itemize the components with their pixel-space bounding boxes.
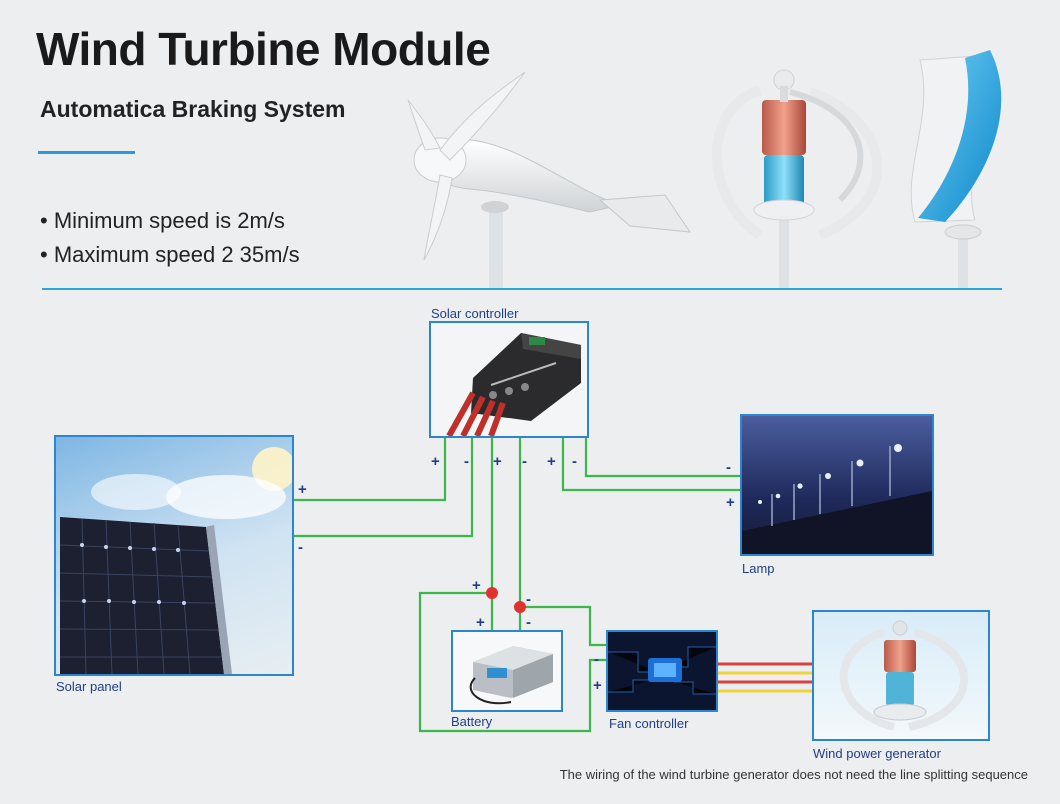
wire-solar-positive [294,438,447,502]
junction-negative [514,601,526,613]
page-subtitle: Automatica Braking System [40,96,346,122]
wind-power-generator-box [812,610,990,741]
svg-text:-: - [526,591,531,608]
svg-text:-: - [522,453,527,470]
junction-positive [486,587,498,599]
svg-text:+: + [547,453,556,470]
title-underline [38,151,135,154]
svg-text:-: - [298,539,303,556]
solar-controller-label: Solar controller [431,306,519,321]
solar-controller-box [429,321,589,438]
fan-controller-image [608,646,716,695]
fan-controller-label: Fan controller [609,716,689,731]
svg-text:-: - [464,453,469,470]
svg-text:+: + [726,494,735,511]
solar-panel-image [59,447,292,674]
helix-turbine-image [711,69,883,290]
three-phase-wires [718,662,812,693]
wire-lamp-positive [561,438,740,492]
wiring-footnote: The wiring of the wind turbine generator… [559,767,1028,782]
page-title: Wind Turbine Module [36,23,491,75]
street-lamp-image [742,444,932,554]
solar-panel-label: Solar panel [56,679,122,694]
svg-text:-: - [526,614,531,631]
solar-panel-box [54,435,294,676]
svg-text:+: + [298,481,307,498]
svg-text:+: + [593,677,602,694]
lamp-label: Lamp [742,561,775,576]
svg-text:+: + [493,453,502,470]
lamp-box [740,414,934,556]
wire-solar-negative [294,438,474,538]
section-divider [42,288,1002,290]
fan-controller-box [606,630,718,712]
wire-battery-negative-loop [518,438,606,647]
battery-label: Battery [451,714,493,729]
svg-text:-: - [572,453,577,470]
battery-box [451,630,563,712]
battery-image [469,646,553,705]
spec-max-speed: • Maximum speed 2 35m/s [40,242,300,267]
svg-text:+: + [431,453,440,470]
twisted-blade-turbine-image [910,50,1002,290]
solar-controller-image [446,333,581,436]
svg-text:+: + [472,577,481,594]
svg-text:-: - [726,459,731,476]
wind-power-generator-label: Wind power generator [813,746,941,761]
spec-min-speed: • Minimum speed is 2m/s [40,208,285,233]
svg-text:-: - [594,651,599,668]
wind-generator-image [839,620,969,731]
horizontal-turbine-image [407,71,692,290]
wire-lamp-negative [584,438,740,478]
turbine-illustrations [407,50,1002,290]
svg-text:+: + [476,614,485,631]
